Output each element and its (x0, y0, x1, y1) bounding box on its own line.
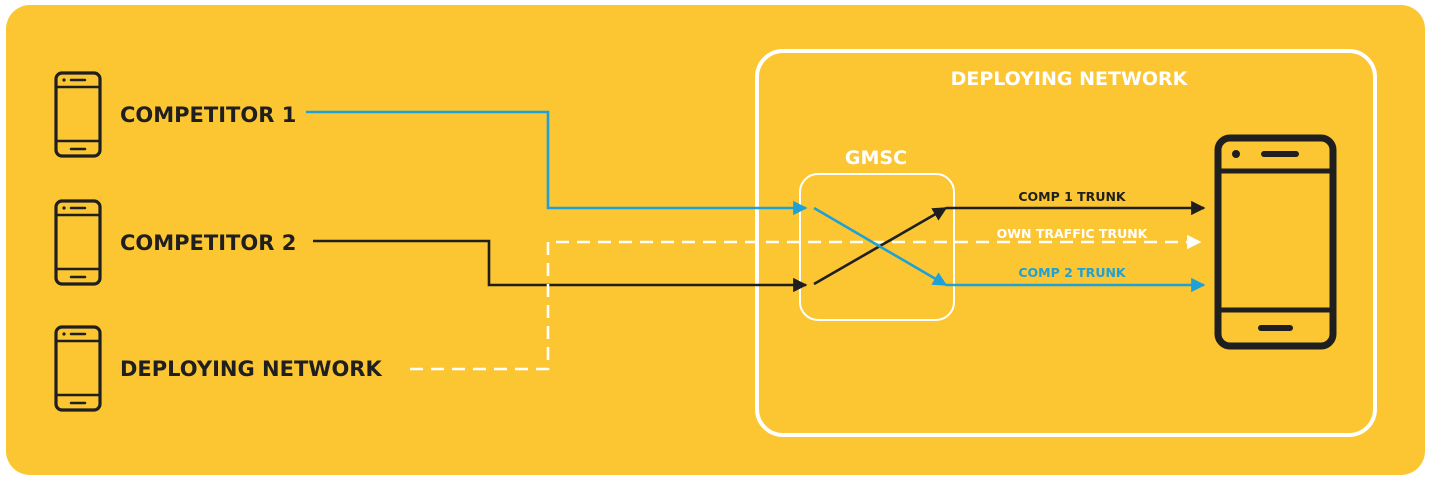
source-label-deploying-network: DEPLOYING NETWORK (120, 357, 382, 381)
competitor-1-link (306, 110, 808, 216)
phone-icon (54, 71, 102, 158)
phone-icon (54, 325, 102, 412)
comp2-trunk-label: COMP 2 TRUNK (1018, 265, 1127, 280)
gmsc-box (799, 173, 955, 321)
own-traffic-link (410, 234, 1202, 371)
gmsc-label: GMSC (845, 147, 907, 169)
deploying-network-title: DEPLOYING NETWORK (951, 68, 1189, 90)
target-phone-icon (1214, 134, 1337, 350)
comp1-crossover (813, 206, 948, 287)
competitor-2-link (313, 239, 808, 293)
source-label-competitor-1: COMPETITOR 1 (120, 103, 296, 127)
phone-icon (54, 199, 102, 286)
source-label-competitor-2: COMPETITOR 2 (120, 231, 296, 255)
comp1-trunk-label: COMP 1 TRUNK (1018, 189, 1127, 204)
own-traffic-trunk-label: OWN TRAFFIC TRUNK (997, 226, 1149, 241)
